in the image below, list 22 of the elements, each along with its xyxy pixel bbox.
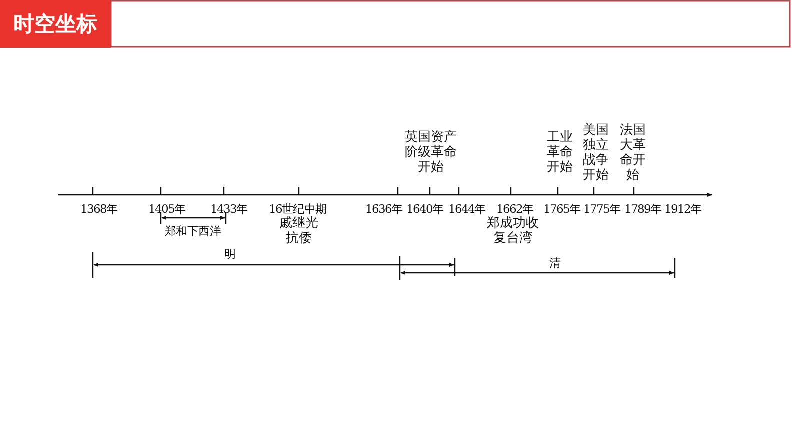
year-label: 1636年 [366,202,403,217]
year-label: 1775年 [584,202,621,217]
year-label: 1789年 [624,202,662,217]
year-label: 1640年 [406,202,444,217]
year-label: 1405年 [148,202,186,217]
event-label: 法国大革命开始 [620,123,646,183]
event-label: 美国独立战争开始 [582,123,610,183]
event-label: 郑成功收复台湾 [486,216,540,246]
year-label: 1662年 [496,202,534,216]
event-label: 郑和下西洋 [165,224,222,239]
event-label: 英国资产阶级革命开始 [404,130,458,175]
event-label: 工业革命开始 [546,130,574,175]
period-label: 明 [224,247,236,262]
header-title: 时空坐标 [0,0,111,48]
year-label: 1912年 [664,202,702,217]
event-label: 戚继光抗倭 [279,216,319,246]
year-label: 1765年 [544,202,581,217]
year-label: 1368年 [80,202,118,217]
year-label: 1644年 [448,202,486,217]
period-label: 清 [550,256,561,271]
year-label: 1433年 [210,202,248,217]
year-label: 16世纪中期 [269,202,327,216]
